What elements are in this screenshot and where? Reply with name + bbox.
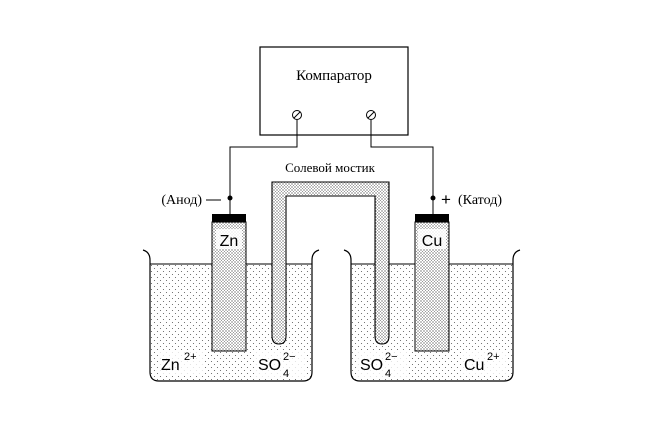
- cathode-sign: +: [441, 190, 451, 209]
- copper-electrode: Cu: [414, 214, 450, 352]
- right-anion-base: SO: [360, 357, 383, 374]
- anode-sign: —: [206, 191, 221, 208]
- right-cation-charge: 2+: [487, 351, 500, 363]
- copper-electrode-label: Cu: [422, 233, 442, 250]
- salt-bridge: [271, 181, 390, 345]
- right-cation-base: Cu: [464, 357, 484, 374]
- salt-bridge-label: Солевой мостик: [285, 160, 375, 175]
- left-cation-formula: Zn 2+: [158, 351, 204, 374]
- anode-label: (Анод): [161, 193, 202, 208]
- left-anion-subscript: 4: [283, 368, 289, 380]
- right-cation-formula: Cu 2+: [462, 351, 508, 374]
- zinc-electrode: Zn: [211, 214, 247, 352]
- comparator: Компаратор: [259, 46, 409, 136]
- right-anion-charge: 2−: [385, 351, 398, 363]
- left-cation-base: Zn: [161, 357, 180, 374]
- right-anion-formula: SO 4 2−: [358, 350, 408, 380]
- left-anion-formula: SO 4 2−: [256, 350, 306, 380]
- comparator-terminal-right: [366, 110, 376, 120]
- right-anion-subscript: 4: [385, 368, 391, 380]
- comparator-label: Компаратор: [296, 68, 372, 84]
- zinc-electrode-label: Zn: [220, 233, 239, 250]
- anode-junction-dot: [227, 195, 233, 201]
- cathode-label: (Катод): [458, 193, 502, 208]
- comparator-terminal-left: [292, 110, 302, 120]
- left-anion-base: SO: [258, 357, 281, 374]
- wires: [229, 120, 434, 215]
- wire-anode: [229, 120, 298, 215]
- wire-cathode: [370, 120, 434, 215]
- cathode-junction-dot: [430, 195, 436, 201]
- left-cation-charge: 2+: [184, 351, 197, 363]
- left-anion-charge: 2−: [283, 351, 296, 363]
